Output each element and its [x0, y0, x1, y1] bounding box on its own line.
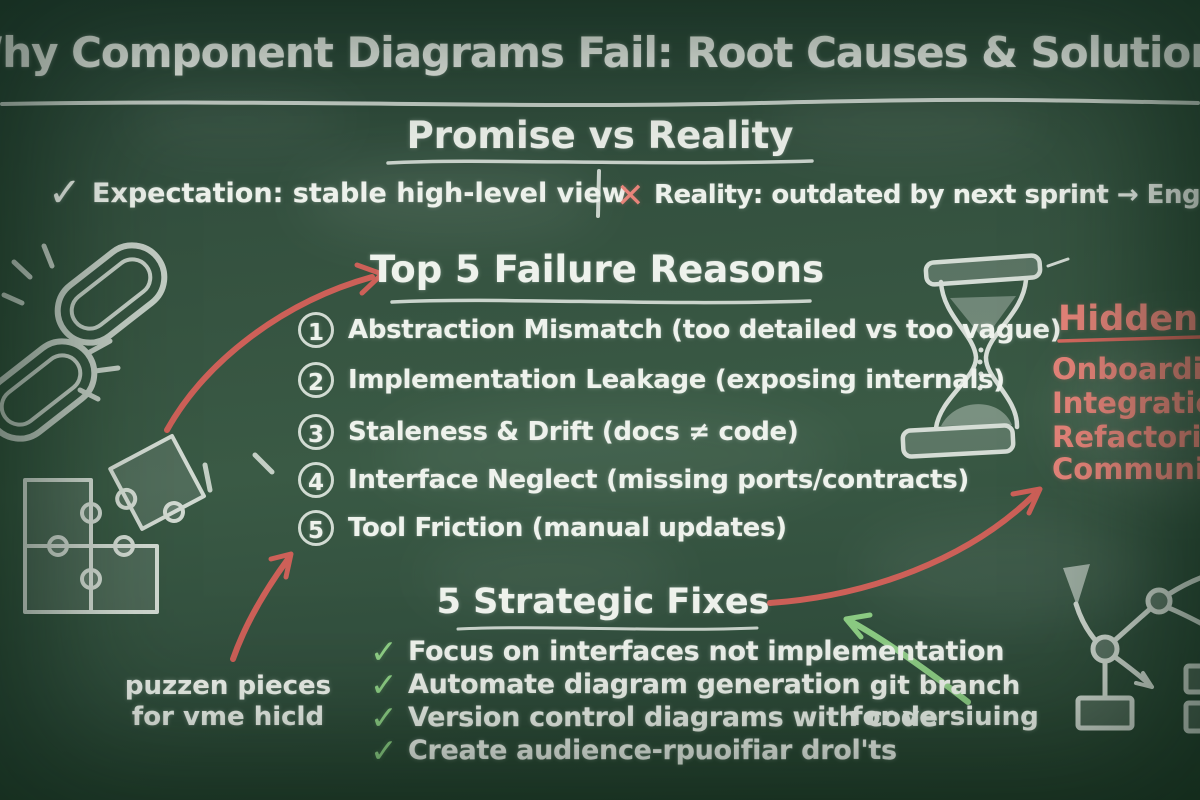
failure-item: Implementation Leakage (exposing interna…	[348, 365, 1005, 395]
puzzle-pieces-sketch	[23, 434, 206, 614]
cross-icon: ✕	[616, 176, 645, 216]
green-check-icon: ✓	[370, 632, 398, 671]
green-check-icon: ✓	[370, 665, 398, 704]
failure-item: Staleness & Drift (docs ≠ code)	[348, 417, 799, 447]
failure-number-badge: 2	[298, 362, 334, 398]
fix-item: Version control diagrams with code	[408, 702, 938, 733]
check-icon: ✓	[48, 170, 82, 216]
puzzle-caption: puzzen pieces for vme hicld	[125, 671, 331, 733]
git-branch-graph-sketch	[1063, 564, 1200, 734]
hidden-costs-heading: Hidden C	[1058, 299, 1200, 339]
failure-item: Interface Neglect (missing ports/contrac…	[348, 465, 969, 495]
page-title: Why Component Diagrams Fail: Root Causes…	[0, 28, 1200, 77]
promise-vs-reality-heading: Promise vs Reality	[406, 114, 794, 157]
hidden-cost-item: Onboarding c	[1052, 352, 1200, 386]
green-check-icon: ✓	[370, 731, 398, 770]
hidden-cost-item: Communicatio	[1052, 452, 1200, 486]
git-branch-caption: git branch for versiuing	[851, 671, 1038, 733]
chalk-smudge	[860, 520, 1160, 620]
git-caption-line2: for versiuing	[851, 702, 1039, 732]
hidden-cost-item: Integration e	[1052, 386, 1200, 420]
expectation-text: Expectation: stable high-level view	[92, 178, 627, 209]
arrow-to-hidden-costs	[767, 486, 1043, 606]
fix-item: Focus on interfaces not implementation	[408, 636, 1005, 667]
fix-item: Automate diagram generation	[408, 669, 861, 700]
green-check-icon: ✓	[370, 698, 398, 737]
failure-number-badge: 1	[298, 312, 334, 348]
strategic-fixes-heading: 5 Strategic Fixes	[436, 582, 770, 622]
broken-chain-sketch	[0, 242, 275, 493]
failure-number-badge: 4	[298, 462, 334, 498]
fix-item: Create audience-rpuoifiar drol'ts	[408, 735, 897, 766]
hidden-cost-item: Refactoring r	[1052, 420, 1200, 454]
arrow-to-item-5	[230, 551, 294, 662]
git-caption-line1: git branch	[869, 671, 1021, 701]
failure-reasons-heading: Top 5 Failure Reasons	[369, 248, 825, 291]
failure-number-badge: 3	[298, 414, 334, 450]
chalk-smudge	[760, 90, 1040, 150]
failure-number-badge: 5	[298, 510, 334, 546]
reality-text: Reality: outdated by next sprint → Engin…	[654, 180, 1200, 210]
failure-item: Tool Friction (manual updates)	[348, 513, 787, 543]
puzzle-caption-line2: for vme hicld	[131, 702, 325, 732]
hourglass-sketch	[900, 253, 1070, 459]
failure-item: Abstraction Mismatch (too detailed vs to…	[348, 315, 1062, 345]
puzzle-caption-line1: puzzen pieces	[124, 671, 332, 701]
chalk-smudge	[130, 90, 350, 150]
